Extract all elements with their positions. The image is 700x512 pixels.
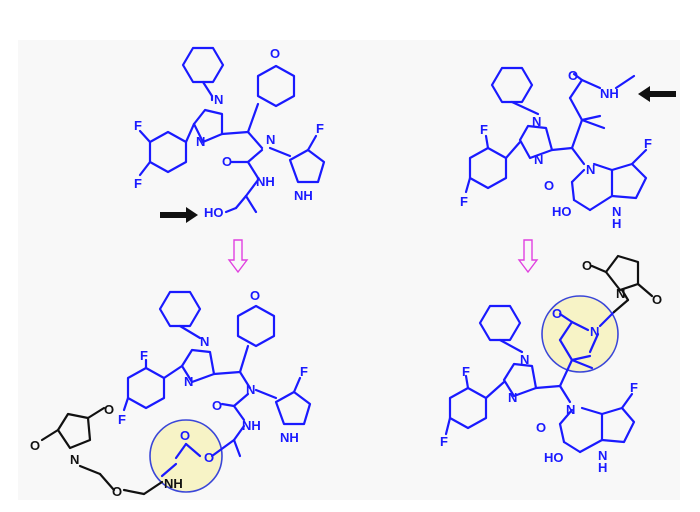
linker-bottom-right: N O O: [582, 254, 662, 314]
atom-n2-tr: N: [534, 152, 543, 167]
atom-nh-urea-bl: NH: [242, 418, 261, 433]
atom-n1-bl: N: [200, 334, 209, 349]
atom-n2-bl: N: [184, 374, 193, 389]
atom-n-amide-br: N: [590, 324, 599, 339]
atom-f1-br: F: [462, 364, 470, 379]
benzyl-ring-tl: [181, 46, 225, 84]
linker-bottom-left: O O NH O N O O: [30, 402, 236, 499]
atom-f1-bl: F: [140, 348, 148, 363]
atom-n1-tl: N: [214, 92, 223, 107]
atom-o1-maleimide-bl: O: [104, 402, 114, 417]
atom-nh-pyr-tr: N: [612, 204, 621, 219]
atom-n3-bl: N: [246, 382, 255, 397]
atom-n-maleimide-br: N: [616, 286, 625, 301]
atom-f2-tl: F: [134, 176, 142, 191]
maleimide-br: [604, 254, 640, 292]
atom-n1-br: N: [520, 352, 529, 367]
atom-f3-bl: F: [300, 364, 308, 379]
maleimide-bl: [56, 412, 92, 450]
arrow-left-tr: [638, 86, 676, 102]
atom-nh-pyr-bl: NH: [280, 430, 299, 445]
atom-h-pyr-tr: H: [612, 216, 621, 231]
atom-f1-tr: F: [480, 122, 488, 137]
highlight-carbamate: [149, 419, 223, 493]
atom-n3-br: N: [566, 402, 575, 417]
atom-f2-br: F: [440, 434, 448, 449]
atom-o2-maleimide-br: O: [652, 292, 662, 307]
pyrrolidine-tl: [288, 148, 326, 184]
atom-f3-tr: F: [644, 136, 652, 151]
arrow-right-tl: [160, 207, 198, 223]
atom-o-carbamate-bl: O: [204, 450, 214, 465]
down-arrow-left: [227, 239, 249, 274]
atom-nh-carbamate-bl: NH: [164, 476, 183, 491]
molecule-bottom-left: N N N O O NH NH F F F: [118, 288, 312, 458]
benzyl-ring-br: [478, 304, 522, 342]
atom-n3-tl: N: [266, 132, 275, 147]
atom-o-lactam-tr: O: [544, 178, 554, 193]
atom-f2-tr: F: [460, 194, 468, 209]
pyrrolidine-br: [600, 406, 636, 444]
atom-n2-tl: N: [196, 134, 205, 149]
atom-n-pyr-br: N: [598, 448, 607, 463]
atom-o2-maleimide-bl: O: [30, 438, 40, 453]
atom-o-thp-tl: O: [270, 46, 280, 61]
atom-o-amide-br: O: [552, 306, 562, 321]
atom-ho-tl: HO: [204, 205, 224, 220]
atom-n1-tr: N: [532, 114, 541, 129]
atom-o1-maleimide-br: O: [582, 258, 592, 273]
imidazole-br: [502, 362, 538, 398]
thp-ring-tl: [256, 64, 296, 108]
atom-o-amide-tr: O: [568, 68, 578, 83]
atom-o-urea-bl: O: [212, 398, 222, 413]
atom-n-maleimide-bl: N: [70, 452, 79, 467]
atom-ho-tr: HO: [552, 204, 572, 219]
atom-ho-br: HO: [544, 450, 564, 465]
atom-f2-bl: F: [118, 412, 126, 427]
molecule-top-right: N N N O NH O HO N H F F F: [460, 66, 652, 231]
atom-o-lactam-br: O: [536, 420, 546, 435]
atom-n3-tr: N: [586, 162, 595, 177]
atom-nh-urea-tl: NH: [256, 174, 275, 189]
molecule-bottom-right: N N N O N O HO N H F F F: [440, 304, 638, 475]
benzyl-ring-tr: [490, 66, 534, 104]
molecule-top-left: N N N O O NH NH F F F HO: [134, 46, 326, 220]
atom-f3-br: F: [630, 380, 638, 395]
atom-o-peg-bl: O: [112, 484, 122, 499]
atom-nh-amide-tr: NH: [600, 86, 619, 101]
benzyl-ring-bl: [158, 290, 202, 328]
atom-f3-tl: F: [316, 121, 324, 136]
atom-n2-br: N: [508, 390, 517, 405]
thp-ring-bl: [236, 304, 276, 348]
down-arrow-right: [517, 239, 539, 274]
atom-o-urea-tl: O: [222, 154, 232, 169]
atom-nh-pyr-tl: NH: [294, 188, 313, 203]
atom-h-pyr-br: H: [598, 460, 607, 475]
atom-o2-carbamate-bl: O: [180, 428, 190, 443]
imidazole-bl: [180, 348, 216, 384]
imidazole-tl: [192, 108, 224, 144]
imidazole-tr: [518, 124, 554, 160]
atom-f1-tl: F: [134, 118, 142, 133]
atom-o-thp-bl: O: [250, 288, 260, 303]
pyrrolidine-bl: [274, 390, 312, 426]
pyrrolidine-tr: [610, 162, 648, 200]
